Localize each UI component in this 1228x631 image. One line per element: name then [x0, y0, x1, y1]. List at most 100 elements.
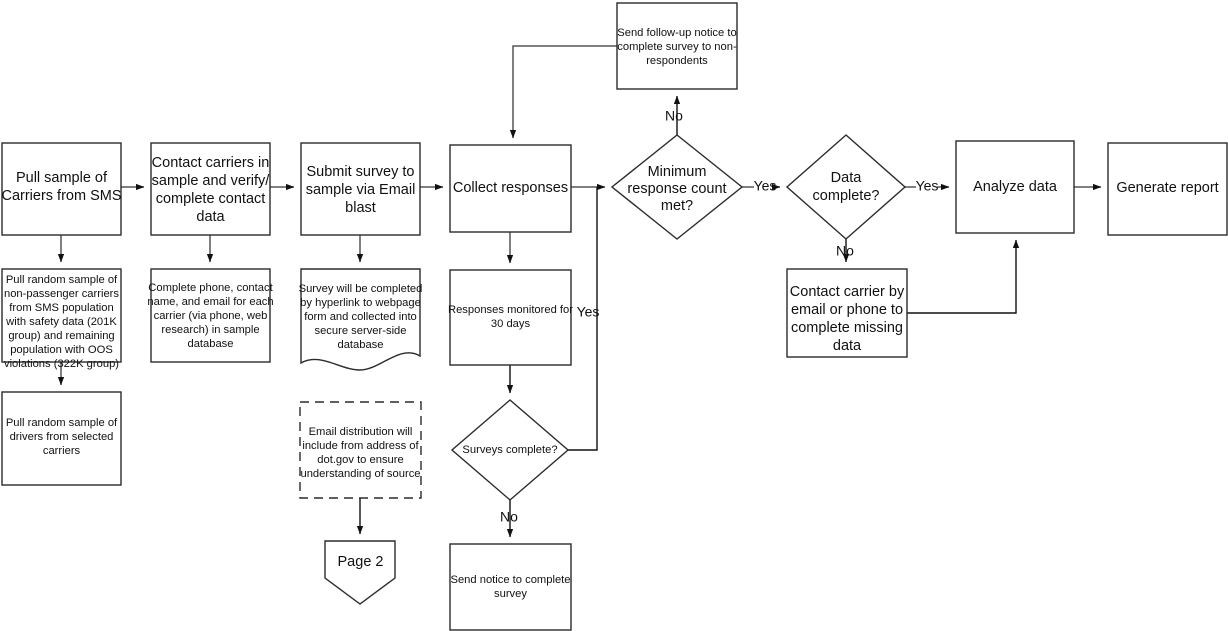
- node-send-notice[interactable]: Send notice to complete survey: [449, 543, 572, 631]
- node-page-2-shape[interactable]: [324, 540, 396, 605]
- node-min-response-shape[interactable]: [610, 134, 744, 240]
- node-collect-responses-label: Collect responses: [453, 180, 568, 196]
- node-contact-carriers-line-1: sample and verify/: [152, 173, 271, 189]
- node-email-note[interactable]: Email distribution will include from add…: [299, 401, 422, 499]
- node-data-complete-shape[interactable]: [785, 134, 907, 240]
- node-submit-survey[interactable]: Submit survey to sample via Email blast: [300, 142, 421, 236]
- node-collect-responses[interactable]: Collect responses: [449, 144, 572, 233]
- node-analyze-data-shape[interactable]: [955, 140, 1075, 234]
- node-pull-random-carriers[interactable]: Pull random sample of non-passenger carr…: [1, 268, 122, 370]
- node-send-followup-line-2: respondents: [646, 55, 708, 67]
- node-min-response[interactable]: Minimum response count met?: [610, 134, 744, 240]
- node-data-complete-line-0: Data: [831, 170, 863, 186]
- node-pull-random-carriers-line-4: group) and remaining: [8, 330, 114, 342]
- node-analyze-data-label: Analyze data: [973, 179, 1058, 195]
- node-send-followup-line-0: Send follow-up notice to: [617, 27, 736, 39]
- node-responses-monitored[interactable]: Responses monitored for 30 days: [448, 269, 573, 366]
- node-send-followup[interactable]: Send follow-up notice to complete survey…: [616, 2, 738, 90]
- node-responses-monitored-shape[interactable]: [449, 269, 572, 366]
- node-collect-responses-shape[interactable]: [449, 144, 572, 233]
- node-send-notice-line-0: Send notice to complete: [450, 574, 570, 586]
- node-survey-hyperlink-shape[interactable]: [300, 268, 421, 371]
- node-responses-monitored-line-0: Responses monitored for: [448, 304, 573, 316]
- node-pull-random-drivers-line-2: carriers: [43, 445, 81, 457]
- node-pull-random-drivers-line-1: drivers from selected: [10, 431, 114, 443]
- edge-label-surveys-complete-no: No: [500, 509, 518, 525]
- node-pull-random-carriers-line-1: non-passenger carriers: [4, 288, 119, 300]
- edge-label-min-response-yes: Yes: [754, 178, 777, 194]
- node-pull-random-carriers-line-5: population with OOS: [10, 344, 113, 356]
- node-page-2-label: Page 2: [338, 554, 384, 570]
- node-pull-sample[interactable]: Pull sample of Carriers from SMS: [1, 142, 122, 236]
- node-generate-report-shape[interactable]: [1107, 142, 1228, 236]
- node-contact-carrier-missing-line-0: Contact carrier by: [790, 284, 905, 300]
- node-submit-survey-shape[interactable]: [300, 142, 421, 236]
- edge-contact-carrier-missing-to-analyze-data: [907, 239, 1020, 314]
- node-data-complete[interactable]: Data complete?: [785, 134, 907, 240]
- node-complete-phone-line-0: Complete phone, contact: [148, 282, 273, 294]
- node-email-note-line-1: include from address of: [302, 440, 419, 452]
- node-responses-monitored-line-1: 30 days: [491, 318, 531, 330]
- node-generate-report-label: Generate report: [1116, 180, 1218, 196]
- node-submit-survey-line-2: blast: [345, 200, 376, 216]
- edge-labels-layer: No Yes Yes No Yes No: [500, 108, 938, 525]
- node-min-response-line-0: Minimum: [648, 164, 707, 180]
- node-pull-random-carriers-shape[interactable]: [1, 268, 122, 363]
- node-min-response-line-2: met?: [661, 198, 693, 214]
- node-survey-hyperlink-line-1: by hyperlink to webpage: [300, 297, 421, 309]
- node-pull-sample-shape[interactable]: [1, 142, 122, 236]
- node-complete-phone-line-3: research) in sample: [161, 324, 259, 336]
- node-surveys-complete-label: Surveys complete?: [462, 444, 557, 456]
- node-contact-carriers[interactable]: Contact carriers in sample and verify/ c…: [150, 142, 271, 236]
- node-survey-hyperlink-line-0: Survey will be completed: [299, 283, 423, 295]
- edge-label-data-complete-no: No: [836, 243, 854, 259]
- node-surveys-complete[interactable]: Surveys complete?: [450, 399, 570, 501]
- node-send-followup-line-1: complete survey to non-: [617, 41, 737, 53]
- node-contact-carriers-line-2: complete contact: [156, 191, 266, 207]
- node-data-complete-line-1: complete?: [813, 188, 880, 204]
- node-pull-random-carriers-line-2: from SMS population: [9, 302, 113, 314]
- edge-label-surveys-complete-yes: Yes: [577, 304, 600, 320]
- node-complete-phone-line-2: carrier (via phone, web: [154, 310, 268, 322]
- node-contact-carriers-line-3: data: [196, 209, 225, 225]
- node-page-2[interactable]: Page 2: [324, 540, 396, 605]
- node-complete-phone-shape[interactable]: [150, 268, 271, 363]
- node-survey-hyperlink-line-2: form and collected into: [304, 311, 417, 323]
- edge-send-followup-to-collect-responses: [509, 45, 617, 139]
- node-complete-phone[interactable]: Complete phone, contact name, and email …: [147, 268, 274, 363]
- node-survey-hyperlink-line-4: database: [337, 339, 383, 351]
- node-analyze-data[interactable]: Analyze data: [955, 140, 1075, 234]
- node-survey-hyperlink[interactable]: Survey will be completed by hyperlink to…: [299, 268, 423, 371]
- node-send-followup-shape[interactable]: [616, 2, 738, 90]
- node-contact-carrier-missing-shape[interactable]: [786, 268, 908, 358]
- node-pull-sample-line-0: Pull sample of: [16, 170, 108, 186]
- node-send-notice-line-1: survey: [494, 588, 527, 600]
- node-email-note-line-2: dot.gov to ensure: [317, 454, 403, 466]
- node-pull-random-drivers[interactable]: Pull random sample of drivers from selec…: [1, 391, 122, 486]
- node-contact-carrier-missing[interactable]: Contact carrier by email or phone to com…: [786, 268, 908, 358]
- node-contact-carriers-shape[interactable]: [150, 142, 271, 236]
- node-send-notice-shape[interactable]: [449, 543, 572, 631]
- node-contact-carrier-missing-line-3: data: [833, 338, 862, 354]
- edges-layer: [57, 45, 1102, 538]
- node-survey-hyperlink-line-3: secure server-side: [314, 325, 406, 337]
- node-submit-survey-line-1: sample via Email: [306, 182, 416, 198]
- node-contact-carrier-missing-line-2: complete missing: [791, 320, 903, 336]
- edge-label-data-complete-yes: Yes: [916, 178, 939, 194]
- node-email-note-shape[interactable]: [299, 401, 422, 499]
- node-email-note-line-3: understanding of source: [300, 468, 420, 480]
- node-email-note-line-0: Email distribution will: [309, 426, 413, 438]
- node-complete-phone-line-1: name, and email for each: [147, 296, 273, 308]
- node-contact-carriers-line-0: Contact carriers in: [152, 155, 270, 171]
- node-pull-sample-line-1: Carriers from SMS: [1, 188, 121, 204]
- node-generate-report[interactable]: Generate report: [1107, 142, 1228, 236]
- edge-label-min-response-no: No: [665, 108, 683, 124]
- node-pull-random-drivers-shape[interactable]: [1, 391, 122, 486]
- node-complete-phone-line-4: database: [187, 338, 233, 350]
- node-surveys-complete-shape[interactable]: [450, 399, 570, 501]
- node-contact-carrier-missing-line-1: email or phone to: [791, 302, 903, 318]
- node-pull-random-carriers-line-6: violations (322K group): [4, 358, 119, 370]
